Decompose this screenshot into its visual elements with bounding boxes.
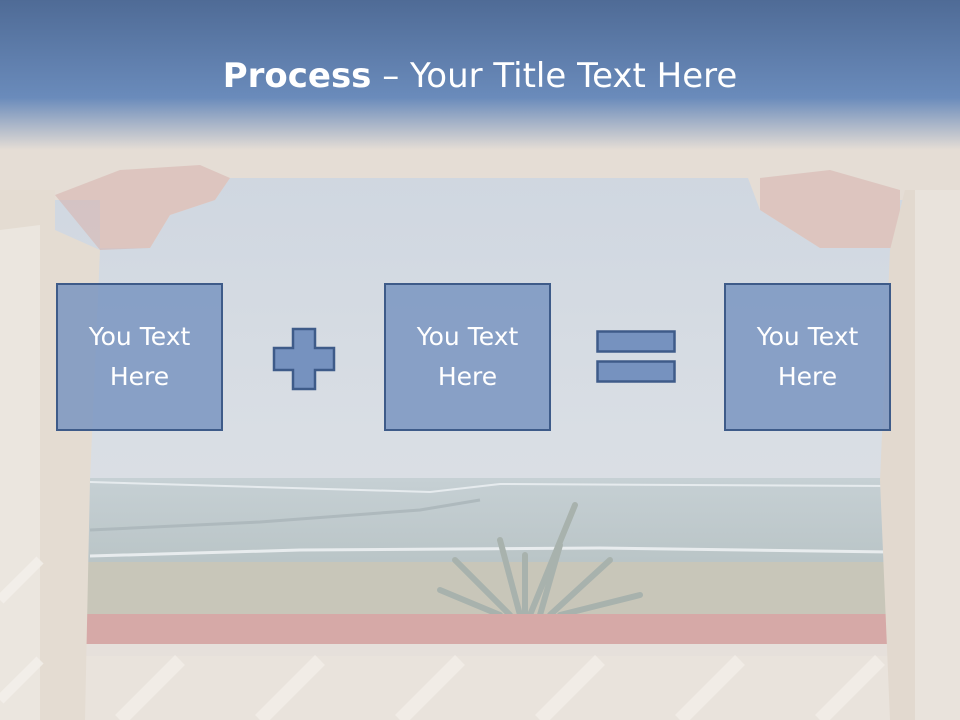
process-box-1-text: You Text Here xyxy=(88,322,191,391)
process-box-2[interactable]: You Text Here xyxy=(384,283,551,431)
process-box-2-text: You Text Here xyxy=(416,322,519,391)
process-box-3-text: You Text Here xyxy=(756,322,859,391)
process-box-3[interactable]: You Text Here xyxy=(724,283,891,431)
slide-title: Process – Your Title Text Here xyxy=(0,52,960,100)
title-rest: – Your Title Text Here xyxy=(371,56,738,96)
plus-icon xyxy=(272,327,336,391)
title-bold: Process xyxy=(222,56,372,96)
equals-icon xyxy=(596,330,676,383)
process-box-1[interactable]: You Text Here xyxy=(56,283,223,431)
